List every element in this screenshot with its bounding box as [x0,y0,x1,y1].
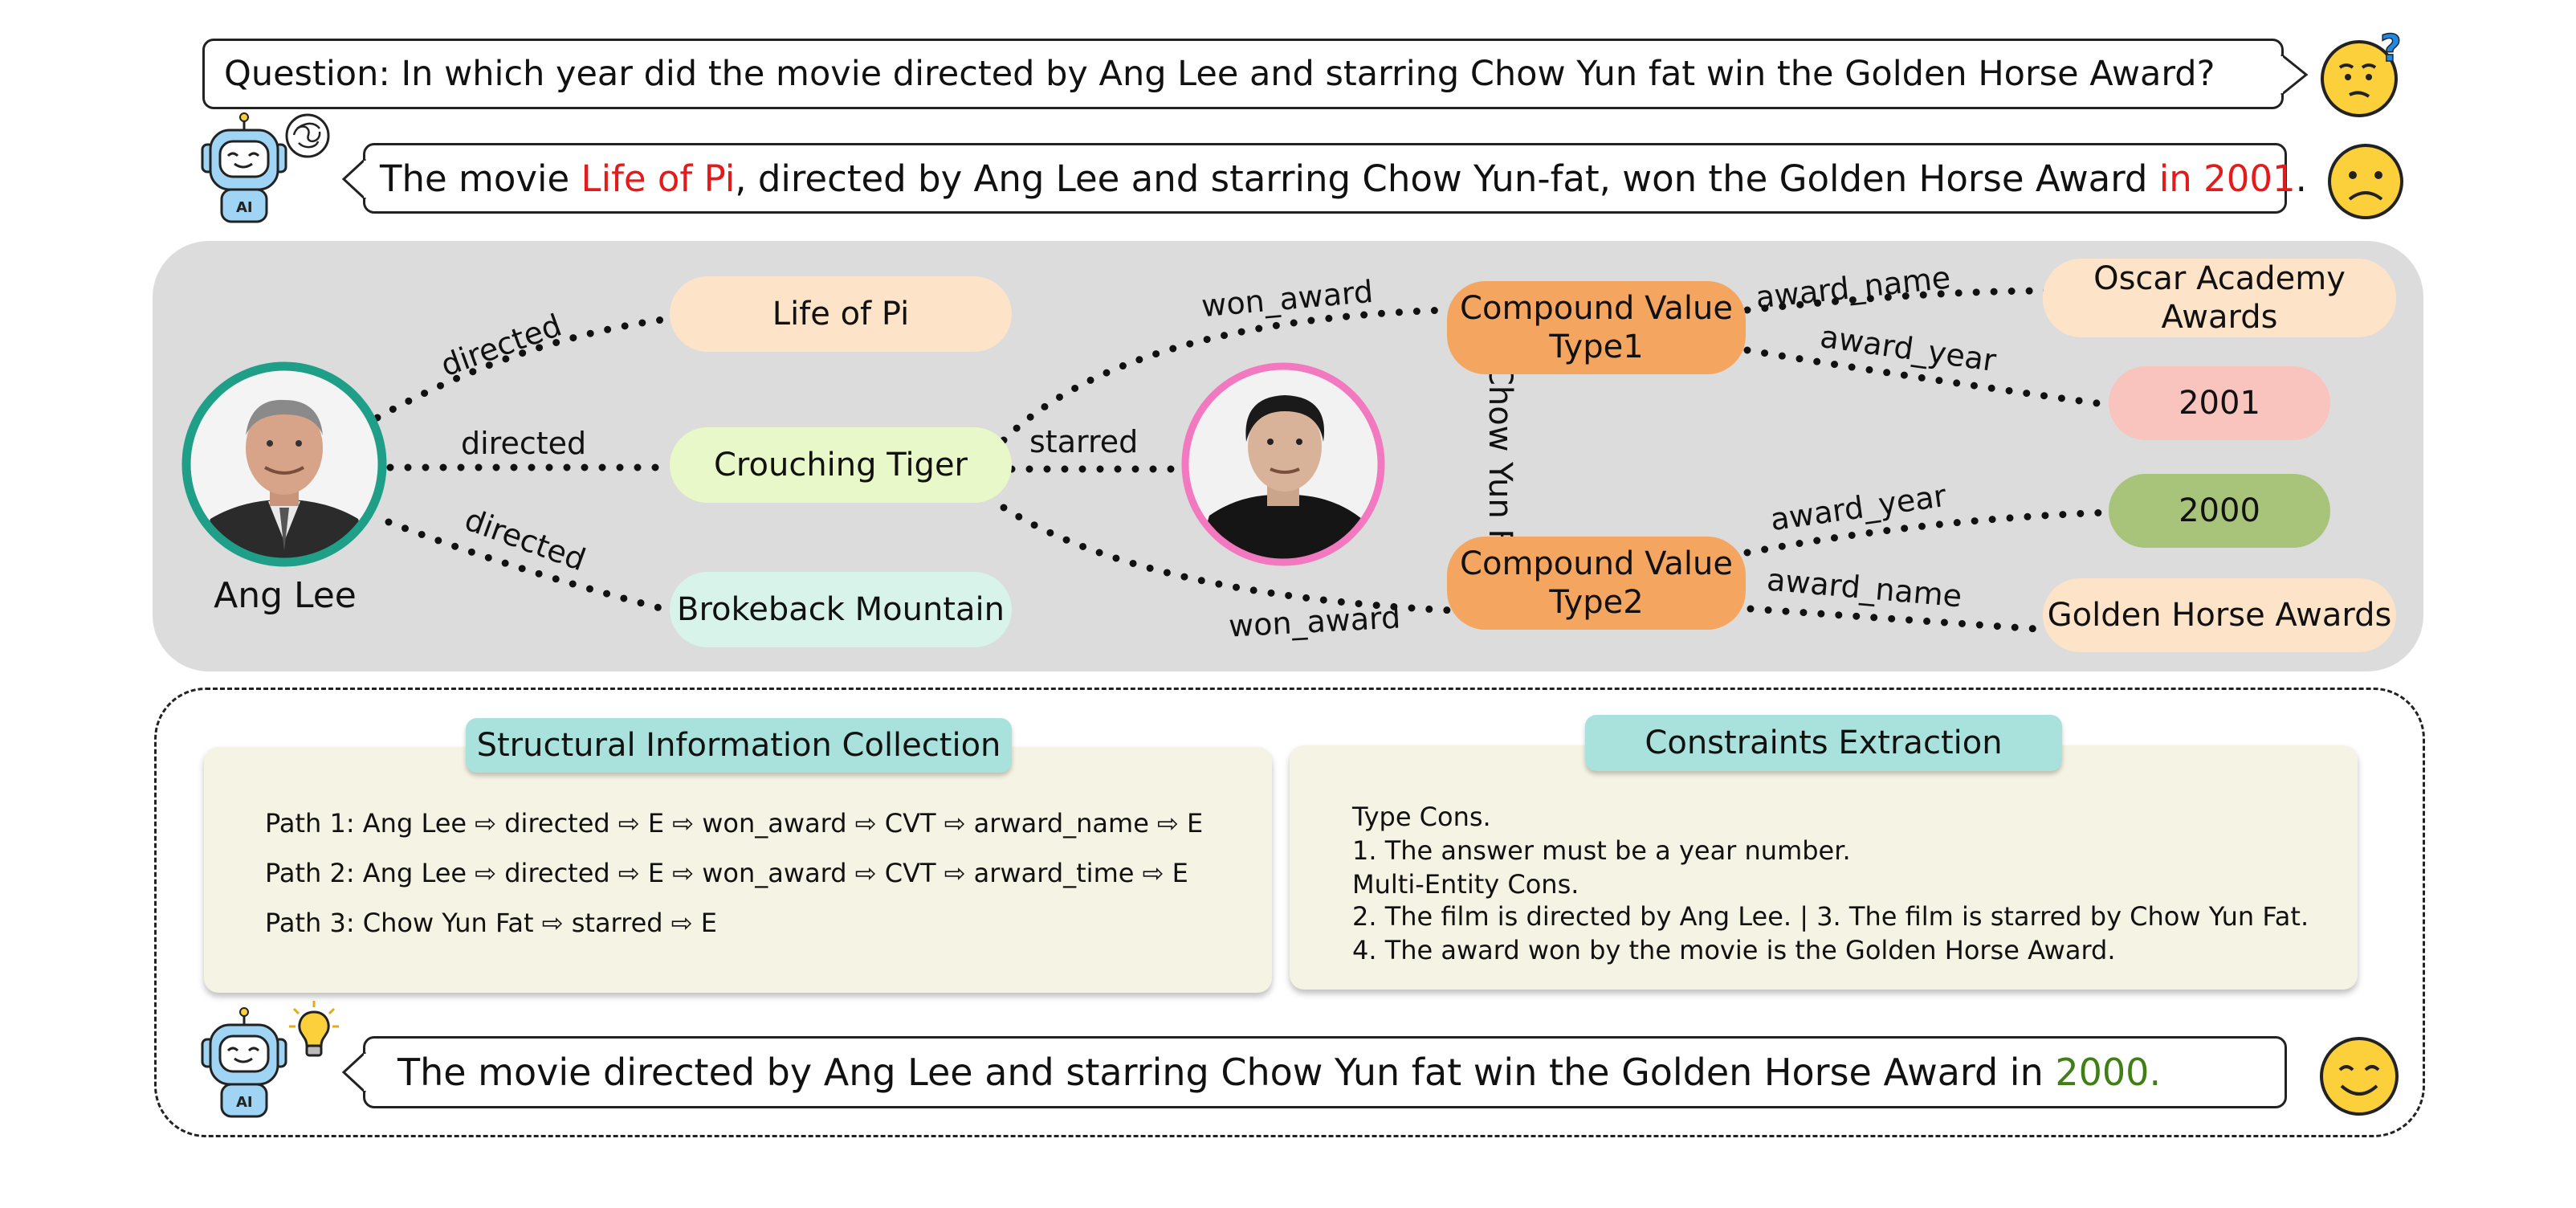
oscar-line2: Awards [2161,299,2278,336]
path-line-3: Path 3: Chow Yun Fat ⇨ starred ⇨ E [265,908,717,938]
cons-line-4: 2. The film is directed by Ang Lee. | 3.… [1352,901,2309,932]
cvt1-line2: Type1 [1549,329,1644,365]
node-life-of-pi: Life of Pi [670,276,1012,352]
edge-award-name-2 [1747,605,2052,634]
path-line-2: Path 2: Ang Lee ⇨ directed ⇨ E ⇨ won_awa… [265,858,1188,888]
edge-directed-life-of-pi [373,314,679,422]
structural-info-title: Structural Information Collection [466,718,1012,773]
question-bubble: Question: In which year did the movie di… [202,39,2284,109]
node-year-2001: 2001 [2109,366,2330,440]
chow-yun-fat-photo [1181,362,1385,566]
graph-edges [373,287,2113,634]
edge-directed-brokeback [385,518,667,613]
answer-part-2: , directed by Ang Lee and starring Chow … [735,157,2159,200]
initial-answer-bubble: The movie Life of Pi, directed by Ang Le… [363,143,2307,214]
question-bubble-tail [2279,53,2309,96]
question-text: Question: In which year did the movie di… [224,54,2215,94]
final-answer-body: The movie directed by Ang Lee and starri… [397,1051,2056,1094]
svg-text:AI: AI [236,199,253,216]
cons-line-2: 1. The answer must be a year number. [1352,835,1851,866]
correct-year: 2000. [2055,1051,2162,1094]
edge-won-award-2 [1000,504,1456,614]
ang-lee-label: Ang Lee [214,575,357,616]
answer-part-1: The movie [380,157,581,200]
path-line-1: Path 1: Ang Lee ⇨ directed ⇨ E ⇨ won_awa… [265,808,1204,839]
oscar-line1: Oscar Academy [2093,260,2346,297]
initial-answer-text: The movie Life of Pi, directed by Ang Le… [380,157,2307,200]
cons-line-5: 4. The award won by the movie is the Gol… [1352,935,2116,965]
svg-text:AI: AI [236,1094,253,1111]
label-directed-2: directed [461,426,587,461]
wrong-movie: Life of Pi [581,157,736,200]
wrong-year: in 2001 [2158,157,2296,200]
edge-award-name-1 [1743,287,2052,314]
svg-text:?: ? [2380,29,2402,70]
cvt2-line2: Type2 [1549,584,1644,621]
constraints-title: Constraints Extraction [1585,715,2062,771]
final-answer-text: The movie directed by Ang Lee and starri… [397,1051,2161,1094]
answer-part-3: . [2295,157,2307,200]
cons-line-1: Type Cons. [1352,802,1491,832]
constraints-card [1290,745,2358,990]
answer-bubble-tail [341,157,368,201]
edge-won-award-1 [1000,306,1449,444]
node-brokeback-mountain: Brokeback Mountain [670,572,1012,647]
lightbulb-icon [289,1001,339,1057]
label-starred: starred [1029,424,1139,459]
edge-award-year-1 [1743,346,2113,409]
thought-scribble-icon [285,113,330,158]
smile-emoji-icon [2320,1037,2399,1116]
edge-award-year-2 [1743,508,2113,557]
cvt2-line1: Compound Value [1460,545,1733,582]
cvt1-line1: Compound Value [1460,290,1733,327]
reasoning-container [154,688,2425,1137]
cons-line-3: Multi-Entity Cons. [1352,869,1579,900]
node-crouching-tiger: Crouching Tiger [670,427,1012,503]
node-year-2000: 2000 [2109,474,2330,548]
structural-info-card [204,747,1272,993]
sad-emoji-icon [2328,144,2403,219]
final-answer-bubble: The movie directed by Ang Lee and starri… [363,1036,2287,1108]
robot-icon: AI [201,112,287,223]
thinking-emoji-icon: ? [2321,29,2402,117]
ang-lee-photo [181,361,387,567]
node-golden-horse: Golden Horse Awards [2043,578,2396,652]
final-bubble-tail [341,1051,368,1094]
robot-icon: AI [201,1007,287,1118]
